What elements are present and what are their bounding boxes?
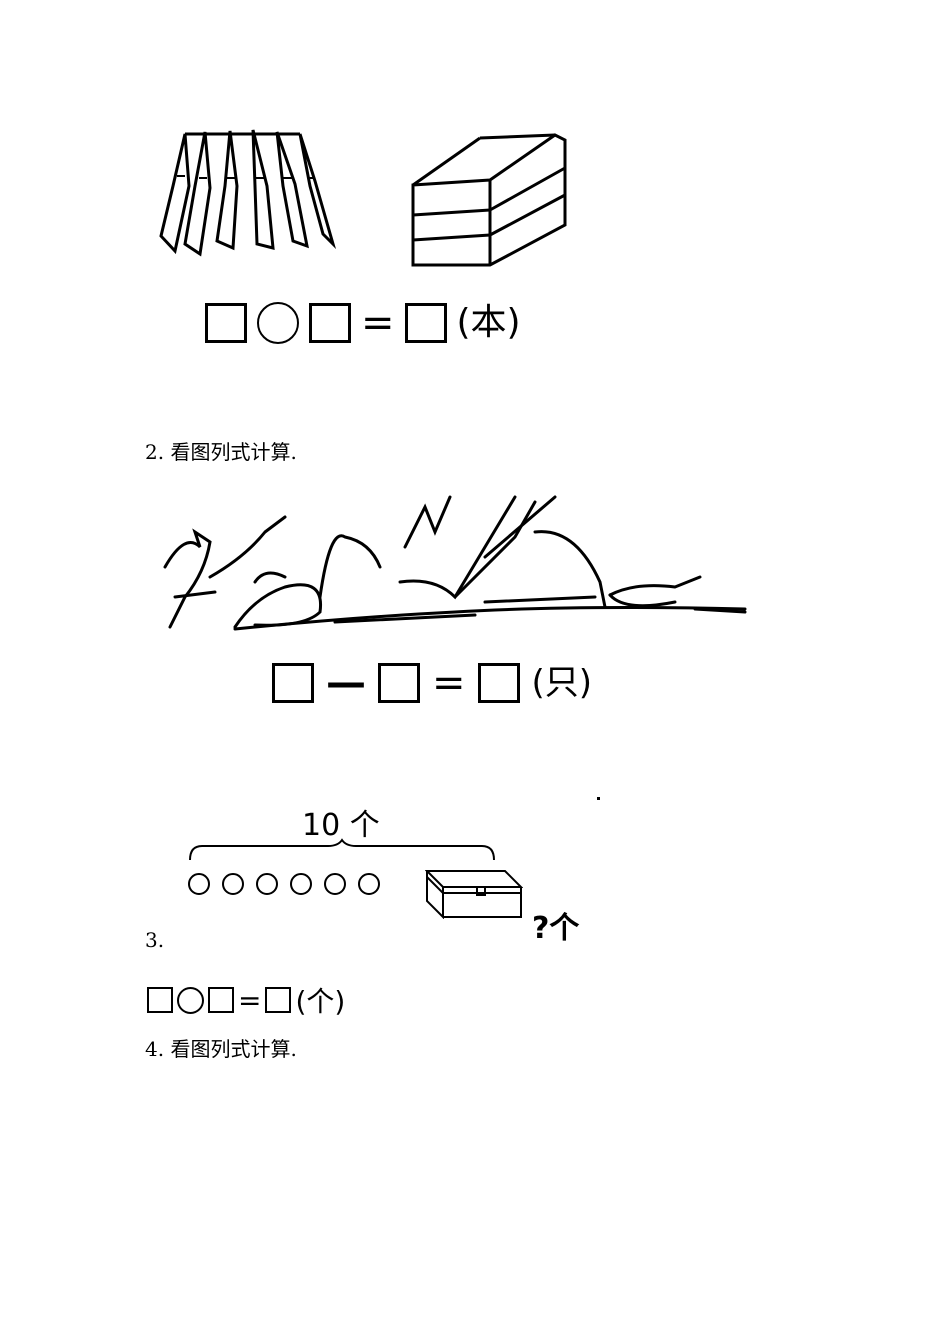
answer-box[interactable]: [205, 303, 247, 343]
problem2-equation: — = (只): [272, 663, 592, 703]
answer-box[interactable]: [309, 303, 351, 343]
problem3-label: 3.: [145, 928, 165, 952]
count-circle: [358, 873, 380, 895]
problem3-equation: = (个): [147, 980, 345, 1020]
answer-box[interactable]: [477, 663, 520, 703]
box-icon: [425, 870, 523, 919]
dot-mark: [597, 797, 600, 800]
unit-label: (只): [531, 663, 593, 703]
problem4-label: 4. 看图列式计算.: [145, 1037, 297, 1061]
operator-circle[interactable]: [177, 986, 204, 1014]
count-circle: [324, 873, 346, 895]
geese-illustration: [163, 495, 747, 631]
count-circle: [290, 873, 312, 895]
equals-sign: =: [238, 983, 262, 1017]
brace-icon: [189, 838, 495, 861]
standing-books-illustration: [159, 129, 337, 257]
stacked-books-illustration: [411, 133, 567, 267]
unit-label: (个): [295, 985, 346, 1018]
answer-box[interactable]: [378, 663, 420, 703]
problem1-equation: = (本): [205, 302, 521, 344]
answer-box[interactable]: [208, 987, 234, 1013]
count-circle: [222, 873, 244, 895]
circles-row: [188, 873, 380, 895]
count-circle: [256, 873, 278, 895]
count-circle: [188, 873, 210, 895]
operator-circle[interactable]: [257, 302, 299, 344]
unknown-count-label: ?个: [532, 911, 580, 946]
answer-box[interactable]: [265, 987, 292, 1013]
unit-label: (本): [456, 302, 521, 343]
total-count-label: 10 个: [302, 808, 380, 843]
minus-sign: —: [326, 660, 366, 706]
answer-box[interactable]: [272, 663, 314, 703]
answer-box[interactable]: [147, 987, 173, 1013]
equals-sign: =: [361, 300, 395, 346]
problem2-label: 2. 看图列式计算.: [145, 440, 297, 464]
equals-sign: =: [432, 660, 466, 706]
answer-box[interactable]: [404, 303, 447, 343]
